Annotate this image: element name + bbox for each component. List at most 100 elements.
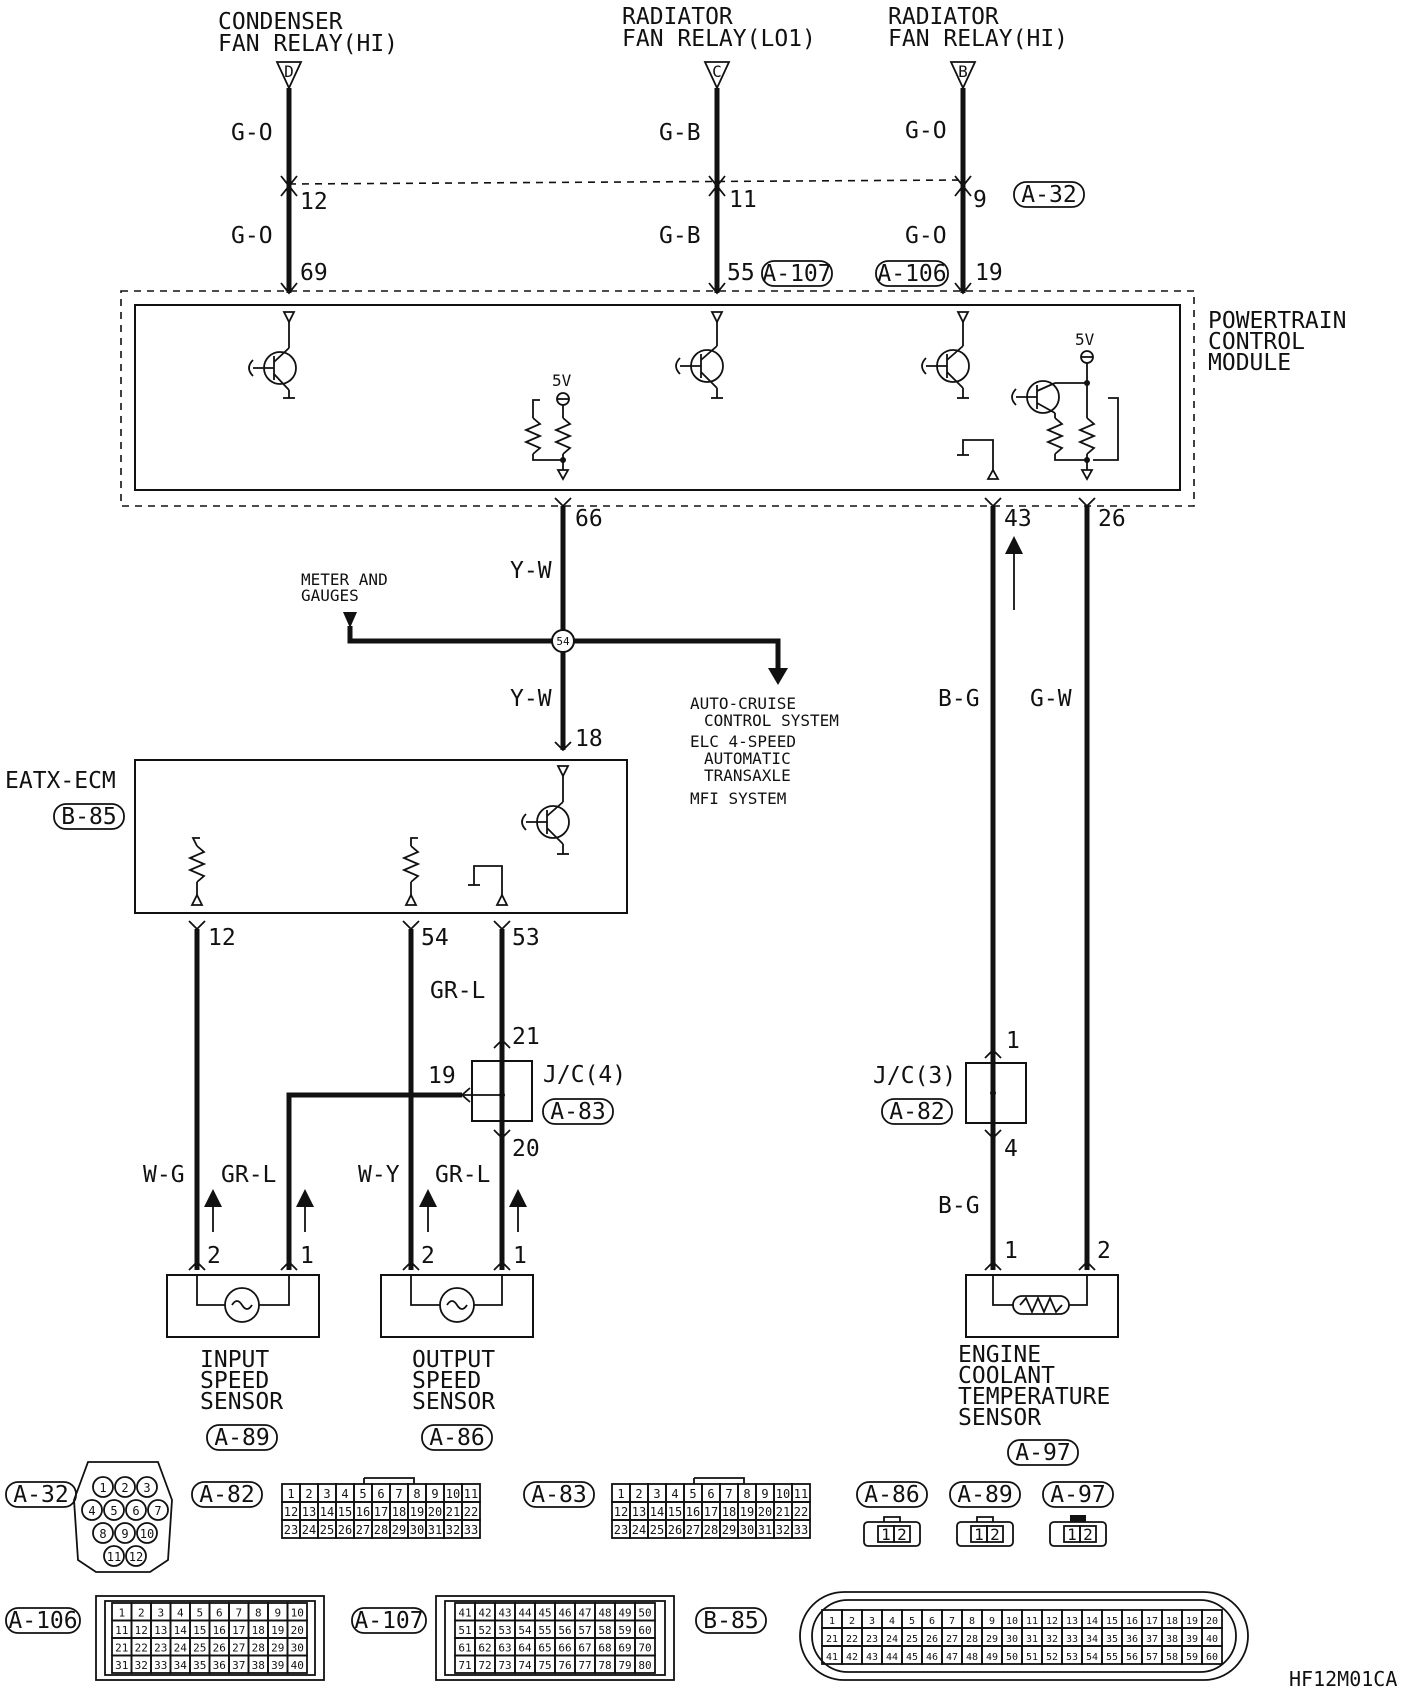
pin-number: 65 bbox=[538, 1642, 551, 1655]
pin-number: 70 bbox=[638, 1642, 651, 1655]
pin-number: 25 bbox=[906, 1634, 918, 1645]
relay-terminal-triangle bbox=[275, 61, 303, 91]
joint-connector-jc3 bbox=[965, 1062, 1027, 1124]
pin-number: 26 bbox=[213, 1642, 226, 1655]
pin-number: 7 bbox=[154, 1504, 161, 1518]
wire-color-label: G-B bbox=[659, 120, 701, 146]
pin-number: 32 bbox=[135, 1659, 148, 1672]
sensor-name: OUTPUT bbox=[412, 1347, 495, 1373]
pin-number: 27 bbox=[946, 1634, 958, 1645]
pin-number: 22 bbox=[464, 1505, 478, 1519]
pin-number: 9 bbox=[761, 1487, 768, 1501]
connector-mark bbox=[554, 497, 572, 508]
pin-number: 2 bbox=[121, 1481, 128, 1495]
connector-mark bbox=[984, 1129, 1002, 1140]
pin-number: 3 bbox=[143, 1481, 150, 1495]
pin-number: 33 bbox=[464, 1523, 478, 1537]
relay-title: CONDENSER bbox=[218, 9, 343, 35]
pin-number: 46 bbox=[558, 1607, 571, 1620]
connector-mark bbox=[188, 920, 206, 931]
relay-terminal-triangle bbox=[949, 61, 977, 91]
connector-a89-face: 1 2 bbox=[956, 1516, 1014, 1547]
relay-radiator-fan-hi: RADIATOR FAN RELAY(HI) B G-O 9 G-O 19 A-… bbox=[875, 4, 1068, 295]
connector-tag bbox=[421, 1424, 493, 1451]
pcm-title: MODULE bbox=[1208, 350, 1291, 376]
pin-number: 2 bbox=[207, 1243, 221, 1269]
pin-number: 7 bbox=[235, 1607, 242, 1620]
connector-tag bbox=[1013, 181, 1085, 208]
connector-tag bbox=[542, 1098, 614, 1125]
connector-a97-face: 1 2 bbox=[1049, 1515, 1107, 1547]
pin-number: 31 bbox=[428, 1523, 442, 1537]
eatx-title: EATX-ECM bbox=[5, 768, 116, 794]
sensor-coil-icon bbox=[224, 1287, 260, 1323]
pin-cell bbox=[286, 1654, 308, 1674]
pin-number: 34 bbox=[1086, 1634, 1098, 1645]
connector-mark bbox=[708, 282, 726, 295]
pin-number: 32 bbox=[776, 1523, 790, 1537]
pin-number: 52 bbox=[1046, 1652, 1058, 1663]
wire-color-label: B-G bbox=[938, 1193, 980, 1219]
sensor-name: ENGINE bbox=[958, 1342, 1041, 1368]
pin-number: 48 bbox=[966, 1652, 978, 1663]
pin-number: 32 bbox=[1046, 1634, 1058, 1645]
pin-number: 8 bbox=[99, 1527, 106, 1541]
pin-number: 20 bbox=[512, 1136, 540, 1162]
pin-number: 4 bbox=[88, 1504, 95, 1518]
connector-tag bbox=[523, 1481, 595, 1508]
wire-color-label: B-G bbox=[938, 686, 980, 712]
system-item: TRANSAXLE bbox=[704, 766, 791, 785]
connector-mark bbox=[493, 1129, 511, 1140]
wire-color-label: G-O bbox=[231, 120, 273, 146]
pin-number: 12 bbox=[135, 1624, 148, 1637]
pin-number: 67 bbox=[578, 1642, 591, 1655]
connector-tag-label: A-82 bbox=[199, 1482, 254, 1508]
connector-tag bbox=[761, 260, 833, 287]
wire-color-label: G-B bbox=[659, 223, 701, 249]
pin-number: 29 bbox=[271, 1642, 284, 1655]
pin-number: 19 bbox=[271, 1624, 284, 1637]
pin-number: 1 bbox=[617, 1487, 624, 1501]
pin-number: 2 bbox=[897, 1525, 907, 1544]
ect-reference-circuit: 5V bbox=[1011, 330, 1119, 481]
pin-number: 8 bbox=[413, 1487, 420, 1501]
pin-number: 18 bbox=[722, 1505, 736, 1519]
pin-number: 62 bbox=[478, 1642, 491, 1655]
pin-number: 11 bbox=[1026, 1616, 1038, 1627]
system-item: AUTOMATIC bbox=[704, 749, 791, 768]
powertrain-control-module: POWERTRAIN CONTROL MODULE bbox=[120, 290, 1346, 532]
pin-number: 4 bbox=[1004, 1136, 1018, 1162]
pin-number: 7 bbox=[395, 1487, 402, 1501]
pin-number: 58 bbox=[1166, 1652, 1178, 1663]
pin-cell bbox=[461, 1519, 481, 1539]
pin-number: 24 bbox=[174, 1642, 188, 1655]
pin-number: 33 bbox=[794, 1523, 808, 1537]
pin-number: 1 bbox=[974, 1525, 984, 1544]
pin-cell bbox=[136, 1476, 158, 1498]
pin-number: 54 bbox=[518, 1624, 532, 1637]
connector-a86-face: 1 2 bbox=[863, 1516, 921, 1547]
pin-number: 6 bbox=[216, 1607, 223, 1620]
pin-number: 26 bbox=[1098, 506, 1126, 532]
system-item: ELC 4-SPEED bbox=[690, 732, 796, 751]
system-item: AUTO-CRUISE bbox=[690, 694, 796, 713]
connector-tag-label: A-97 bbox=[1015, 1440, 1070, 1466]
pin-number: 43 bbox=[498, 1607, 511, 1620]
pin-number: 55 bbox=[538, 1624, 551, 1637]
connector-tag-label: A-32 bbox=[13, 1482, 68, 1508]
connector-tag-label: A-106 bbox=[8, 1608, 77, 1634]
connector-tag bbox=[53, 803, 125, 830]
pin-number: 2 bbox=[635, 1487, 642, 1501]
pin-number: 1 bbox=[118, 1607, 125, 1620]
pullup-resistor bbox=[187, 837, 207, 906]
pin-number: 60 bbox=[1206, 1652, 1218, 1663]
pin-number: 2 bbox=[305, 1487, 312, 1501]
pin-cell bbox=[136, 1522, 158, 1544]
pin-number: 1 bbox=[300, 1243, 314, 1269]
pin-number: 12 bbox=[129, 1550, 143, 1564]
pin-number: 13 bbox=[632, 1505, 646, 1519]
pin-number: 4 bbox=[177, 1607, 184, 1620]
pin-number: 71 bbox=[458, 1659, 471, 1672]
